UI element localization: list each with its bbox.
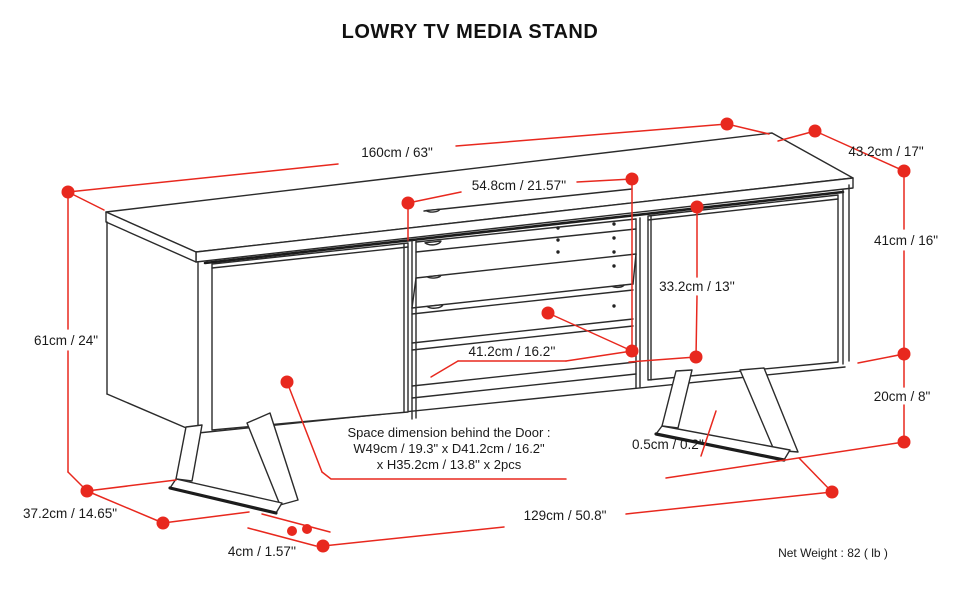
label-top-width: 160cm / 63" <box>361 145 433 160</box>
space-note-line2: W49cm / 19.3" x D41.2cm / 16.2" <box>353 441 545 456</box>
label-bottom-width: 129cm / 50.8" <box>524 508 607 523</box>
cable-notch-icon <box>424 240 442 246</box>
dim-foot-width <box>247 513 331 547</box>
space-note-leader <box>286 381 567 480</box>
right-leg-assembly <box>654 367 799 462</box>
dim-plate-thickness-slash <box>700 410 717 457</box>
cable-notch-icon <box>426 274 442 279</box>
dim-right-heights <box>665 170 905 479</box>
space-note-line3: x H35.2cm / 13.8'' x 2pcs <box>377 457 522 472</box>
label-foot-bar-width: 4cm / 1.57'' <box>228 544 296 559</box>
label-plate-thickness: 0.5cm / 0.2'' <box>632 437 704 452</box>
label-total-height: 61cm / 24" <box>34 333 98 348</box>
dimension-labels: 160cm / 63" 54.8cm / 21.57'' 43.2cm / 17… <box>23 144 938 559</box>
left-door <box>211 242 409 431</box>
label-opening-width: 54.8cm / 21.57'' <box>472 178 566 193</box>
right-door <box>647 184 850 381</box>
dimension-annotations <box>61 117 911 553</box>
label-leg-height: 20cm / 8" <box>874 389 931 404</box>
cable-notch-icon <box>426 304 444 309</box>
space-note-line1: Space dimension behind the Door : <box>347 425 550 440</box>
cable-notch-icon <box>611 284 625 289</box>
dim-leg-depth <box>86 479 250 524</box>
dim-top-width <box>67 123 770 211</box>
dim-door-height <box>628 206 698 363</box>
label-cabinet-height: 41cm / 16" <box>874 233 938 248</box>
space-dimension-note: Space dimension behind the Door : W49cm … <box>347 425 550 472</box>
dim-bottom-width <box>322 457 833 547</box>
label-top-depth: 43.2cm / 17" <box>848 144 924 159</box>
dim-shelf-depth <box>430 312 633 378</box>
measurement-dots <box>61 117 911 553</box>
label-door-height: 33.2cm / 13'' <box>659 279 735 294</box>
middle-shelf-section <box>411 188 641 420</box>
label-leg-foot-depth: 37.2cm / 14.65" <box>23 506 117 521</box>
top-slab <box>105 132 854 265</box>
diagram-title: LOWRY TV MEDIA STAND <box>342 21 599 43</box>
cable-notch-icon <box>425 208 441 213</box>
shelf-pin-holes <box>556 222 616 308</box>
furniture-drawing <box>105 132 854 515</box>
left-leg-assembly <box>168 412 299 515</box>
dim-opening-width <box>407 178 633 352</box>
label-shelf-depth: 41.2cm / 16.2'' <box>469 344 556 359</box>
net-weight-label: Net Weight : 82 ( lb ) <box>778 546 888 560</box>
